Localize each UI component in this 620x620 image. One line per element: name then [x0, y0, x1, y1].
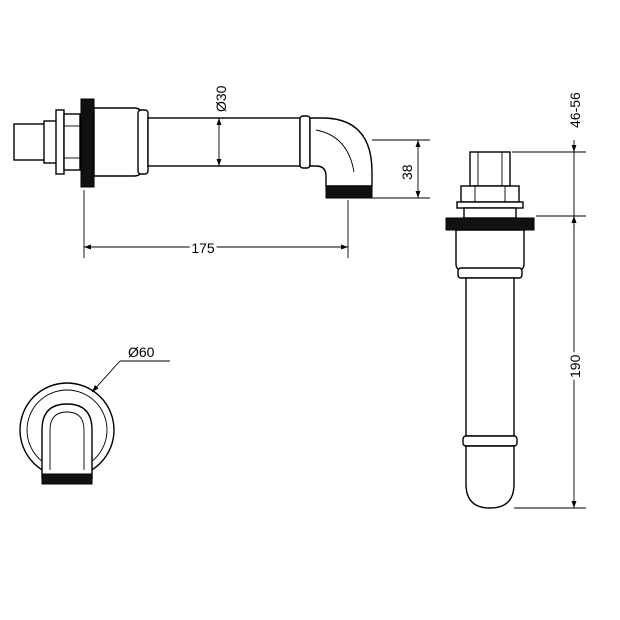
top-connector: [469, 151, 511, 187]
top-flange-collar: [455, 229, 525, 271]
top-washer: [456, 201, 524, 209]
dimension-flange-diameter: Ø60: [91, 344, 170, 393]
drop-label: 38: [399, 164, 415, 180]
side-aerator: [325, 185, 373, 199]
side-collar-ring: [137, 109, 149, 175]
length-label: 175: [191, 240, 215, 256]
front-spout-body: [41, 403, 93, 479]
dimension-drop: 38: [372, 139, 430, 199]
top-view: [445, 151, 535, 509]
front-aerator: [41, 473, 93, 485]
dimension-height: 190: [514, 216, 586, 509]
top-spout-ring: [462, 435, 518, 447]
adjustment-label: 46-56: [567, 92, 583, 128]
top-wall-flange: [445, 217, 535, 231]
top-collar-ring: [457, 267, 523, 279]
side-flange-collar: [93, 107, 143, 177]
dimension-length: 175: [83, 190, 349, 259]
side-spout-elbow: [309, 117, 373, 187]
flange-diameter-label: Ø60: [128, 344, 155, 360]
top-lock-nut: [463, 207, 517, 219]
side-spout-ring: [299, 115, 311, 169]
side-connector-nut: [13, 123, 47, 161]
top-hex-nut: [460, 185, 520, 203]
dimension-pipe-diameter: Ø30: [213, 85, 229, 166]
side-lock-nut: [55, 109, 65, 175]
height-label: 190: [567, 354, 583, 378]
side-wall-flange: [80, 98, 95, 188]
top-spout-tip: [465, 445, 515, 509]
side-washer: [63, 113, 81, 171]
side-view: [13, 98, 373, 199]
top-spout-pipe: [465, 277, 515, 437]
front-view: [19, 382, 115, 485]
side-spout-pipe: [147, 117, 301, 167]
pipe-diameter-label: Ø30: [213, 85, 229, 112]
